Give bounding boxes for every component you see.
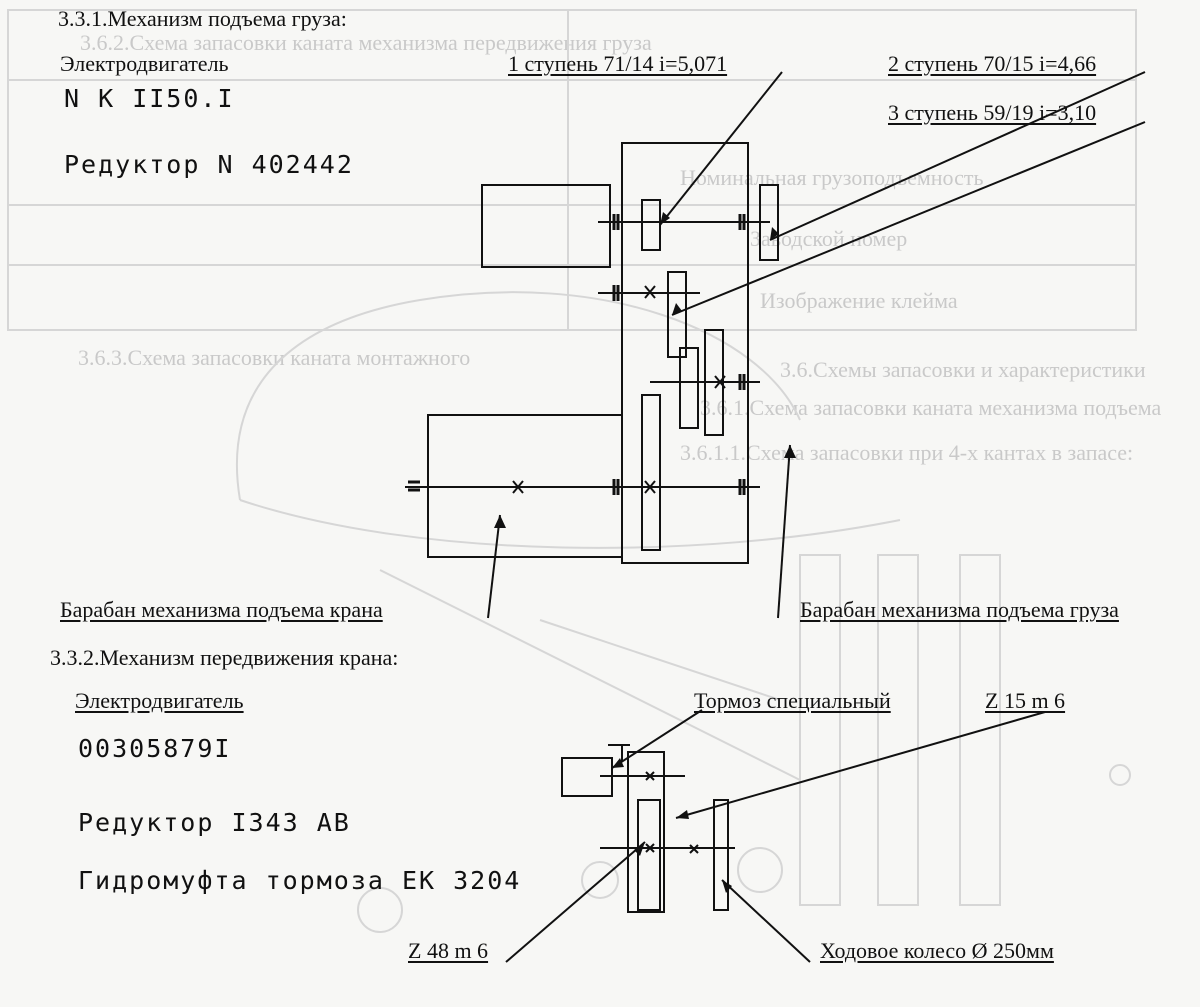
travel-arrowheads xyxy=(612,758,732,893)
travel-motor-model: 00305879I xyxy=(78,734,232,763)
hoist-reducer-housing xyxy=(621,142,749,564)
ghost-text: Изображение клейма xyxy=(760,288,958,313)
brake-label: Тормоз специальный xyxy=(694,688,891,713)
hoist-gear-scheme xyxy=(405,71,1146,619)
gear-stage1-wheel xyxy=(667,271,687,358)
hoist-section-title: 3.3.1.Механизм подъема груза: xyxy=(58,6,347,31)
gear-stage2-pinion xyxy=(759,184,779,261)
ghost-table xyxy=(7,9,1137,933)
travel-section-title: 3.3.2.Механизм передвижения крана: xyxy=(50,645,399,670)
gear-z48 xyxy=(637,799,661,911)
travel-reducer: Редуктор I343 AB xyxy=(78,808,351,837)
travel-gear-scheme xyxy=(505,709,1046,963)
drum-cargo-label: Барабан механизма подъема груза xyxy=(800,597,1119,622)
wheel-label: Ходовое колесо Ø 250мм xyxy=(820,938,1054,963)
hoist-reducer: Редуктор N 402442 xyxy=(64,150,354,179)
ghost-text: 3.6.1.Схема запасовки каната механизма п… xyxy=(700,395,1162,420)
stage3-label: 3 ступень 59/19 i=3,10 xyxy=(888,100,1097,125)
gear-z15-label: Z 15 m 6 xyxy=(985,688,1066,713)
gear-stage1-pinion xyxy=(641,199,661,251)
gear-small xyxy=(679,347,699,429)
ghost-text: 3.6.Схемы запасовки и характеристики xyxy=(780,357,1146,382)
stage1-label: 1 ступень 71/14 i=5,071 xyxy=(508,51,728,76)
ghost-text: 3.6.2.Схема запасовки каната механизма п… xyxy=(80,30,652,55)
travel-hydro-coupling: Гидромуфта тормоза ЕК 3204 xyxy=(78,866,522,895)
travel-motor-label: Электродвигатель xyxy=(75,688,244,713)
gear-z48-label: Z 48 m 6 xyxy=(408,938,489,963)
gear-stage3-wheel xyxy=(641,394,661,551)
hoist-drum-shape xyxy=(427,414,623,558)
ghost-text: Номинальная грузоподъемность xyxy=(680,165,984,190)
hoist-arrowheads xyxy=(494,212,796,528)
hoist-motor-shape xyxy=(481,184,611,268)
travel-housing xyxy=(627,751,665,913)
gear-stage2-wheel xyxy=(704,329,724,436)
hoist-motor-label: Электродвигатель xyxy=(60,51,229,76)
ghost-text: 3.6.1.1.Схема запасовки при 4-х кантах в… xyxy=(680,440,1134,465)
hoist-motor-model: N K II50.I xyxy=(64,84,235,113)
drum-crane-label: Барабан механизма подъема крана xyxy=(60,597,383,622)
stage2-label: 2 ступень 70/15 i=4,66 xyxy=(888,51,1097,76)
gear-z15 xyxy=(713,799,729,911)
